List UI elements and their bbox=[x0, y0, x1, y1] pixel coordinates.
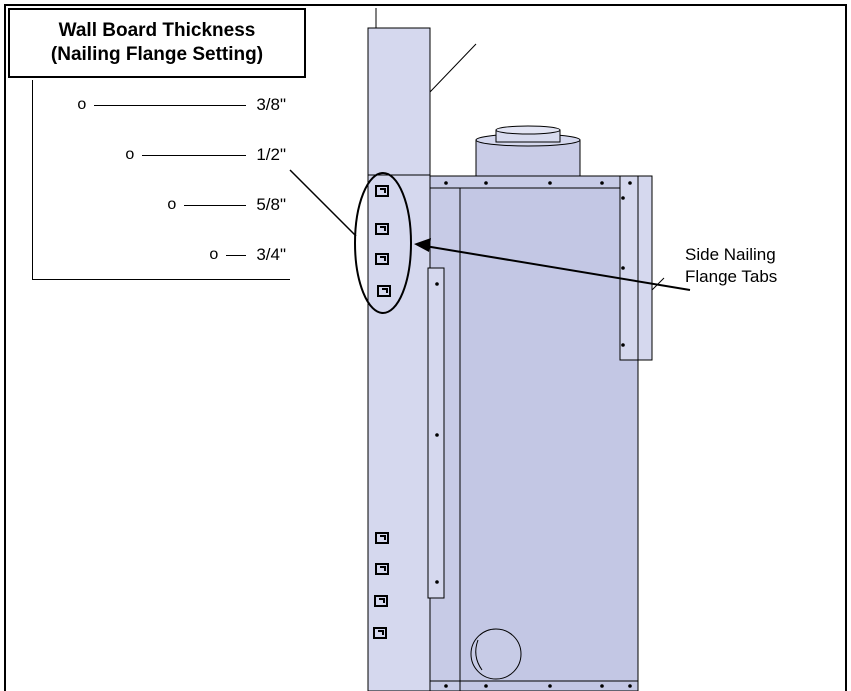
bottom-opening-lip bbox=[475, 639, 483, 671]
legend-marker: o bbox=[167, 196, 177, 213]
legend-leader-line bbox=[289, 169, 357, 237]
title-line-1: Wall Board Thickness bbox=[58, 20, 256, 41]
legend-line bbox=[226, 254, 247, 256]
legend-row-1-2: o 1/2" bbox=[125, 144, 286, 166]
legend-label: 3/4" bbox=[256, 245, 286, 264]
side-nailing-callout: Side Nailing Flange Tabs bbox=[685, 244, 777, 288]
callout-arrow-line bbox=[424, 245, 691, 291]
legend-line bbox=[142, 154, 247, 156]
title-line-2: (Nailing Flange Setting) bbox=[50, 44, 264, 65]
legend-label: 3/8" bbox=[256, 95, 286, 114]
flange-tabs-lower bbox=[373, 532, 389, 639]
legend-line bbox=[94, 104, 247, 106]
left-column bbox=[367, 27, 431, 691]
callout-line-1: Side Nailing bbox=[685, 245, 776, 264]
screw-dots bbox=[435, 181, 632, 688]
vent-pipe-cap bbox=[495, 125, 561, 135]
slot-strip bbox=[427, 267, 445, 599]
legend-marker: o bbox=[77, 96, 87, 113]
callout-arrowhead bbox=[414, 238, 431, 252]
legend-label: 1/2" bbox=[256, 145, 286, 164]
legend-marker: o bbox=[125, 146, 135, 163]
flange-tabs-upper bbox=[375, 185, 391, 297]
callout-line-2: Flange Tabs bbox=[685, 267, 778, 286]
legend-box: o 3/8" o 1/2" o 5/8" o 3/4" bbox=[32, 80, 290, 280]
outer-frame bbox=[4, 4, 847, 691]
diagonal-wire bbox=[429, 43, 477, 93]
right-bracket bbox=[619, 175, 653, 361]
legend-row-3-4: o 3/4" bbox=[209, 244, 286, 266]
legend-marker: o bbox=[209, 246, 219, 263]
title-box: Wall Board Thickness (Nailing Flange Set… bbox=[8, 8, 306, 78]
tabs-highlight-ellipse bbox=[354, 172, 412, 314]
legend-row-5-8: o 5/8" bbox=[167, 194, 286, 216]
legend-label: 5/8" bbox=[256, 195, 286, 214]
legend-row-3-8: o 3/8" bbox=[77, 94, 286, 116]
legend-line bbox=[184, 204, 247, 206]
bottom-opening bbox=[470, 628, 522, 680]
cabinet-inner-panel bbox=[459, 187, 639, 691]
